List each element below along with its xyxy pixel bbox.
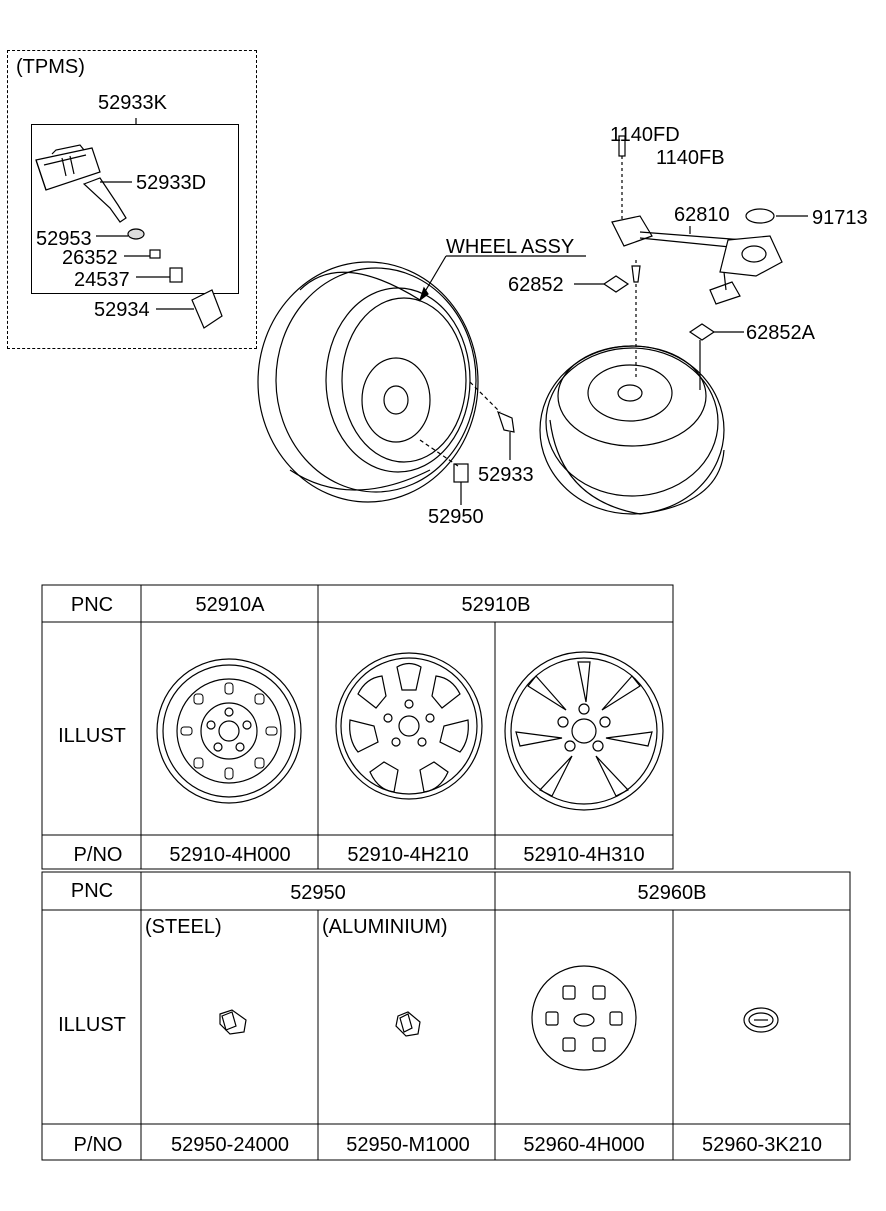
callout-24537: 24537 — [74, 269, 130, 291]
callout-62810: 62810 — [674, 204, 730, 226]
center-cap-logo-icon — [743, 1007, 779, 1033]
callout-52950: 52950 — [428, 506, 484, 528]
tpms-group-box — [7, 50, 257, 349]
part-number-52910-4H000: 52910-4H000 — [169, 844, 291, 866]
tpms-sensor-icon — [35, 144, 101, 191]
wheel-valve-icon — [497, 410, 515, 433]
callout-1140FD: 1140FD — [610, 124, 680, 146]
wheel-cap-icon — [531, 965, 637, 1071]
callout-wheel-assy: WHEEL ASSY — [446, 236, 575, 258]
main-wheel-icon — [257, 261, 479, 503]
callout-1140FB: 1140FB — [656, 147, 725, 169]
part-number-52910-4H310: 52910-4H310 — [523, 844, 645, 866]
part-number-52960-4H000: 52960-4H000 — [523, 1134, 645, 1156]
washer-91713-icon — [745, 208, 775, 224]
valve-stem-icon — [82, 177, 132, 223]
alloy-wheel-split-spoke-icon — [504, 651, 664, 811]
callout-52934: 52934 — [94, 299, 150, 321]
callout-52933: 52933 — [478, 464, 534, 486]
table-top-pno-label: P/NO — [73, 844, 123, 866]
table-top-pnc-52910A: 52910A — [195, 594, 265, 616]
valve-cap-icon — [169, 267, 183, 283]
part-number-52950-24000: 52950-24000 — [171, 1134, 289, 1156]
callout-62852: 62852 — [508, 274, 564, 296]
washer-icon — [127, 228, 145, 240]
callout-91713: 91713 — [812, 207, 868, 229]
material-steel-label: (STEEL) — [145, 916, 222, 938]
tpms-kit-box — [31, 124, 239, 294]
bolt-icon — [618, 135, 626, 157]
part-number-52910-4H210: 52910-4H210 — [347, 844, 469, 866]
callout-26352: 26352 — [62, 247, 118, 269]
valve-core-icon — [149, 249, 161, 259]
part-number-52960-3K210: 52960-3K210 — [701, 1134, 823, 1156]
part-number-52950-M1000: 52950-M1000 — [346, 1134, 470, 1156]
tag-icon — [602, 275, 630, 293]
callout-62852A: 62852A — [746, 322, 815, 344]
lug-nut-icon — [219, 1009, 247, 1035]
table-top-pnc-label: PNC — [70, 594, 114, 616]
table-top-illust-label: ILLUST — [58, 725, 126, 747]
table-bottom-illust-label: ILLUST — [58, 1014, 126, 1036]
table-bottom-pnc-52960B: 52960B — [637, 882, 707, 904]
material-aluminium-label: (ALUMINIUM) — [322, 916, 448, 938]
callout-52933K: 52933K — [98, 92, 167, 114]
alloy-wheel-7-spoke-icon — [335, 652, 483, 800]
spare-wheel-icon — [539, 345, 725, 515]
spare-tire-carrier-icon — [719, 235, 783, 277]
lug-nut-icon — [395, 1011, 421, 1037]
table-top-pnc-52910B: 52910B — [461, 594, 531, 616]
table-bottom-pno-label: P/NO — [73, 1134, 123, 1156]
callout-52953: 52953 — [36, 228, 92, 250]
wheel-exploded-diagram — [35, 118, 808, 515]
valve-nut-icon — [191, 289, 223, 329]
callout-52933D: 52933D — [136, 172, 207, 194]
steel-wheel-icon — [156, 658, 302, 804]
table-bottom-pnc-52950: 52950 — [290, 882, 346, 904]
tpms-group-label: (TPMS) — [16, 56, 85, 78]
table-bottom-pnc-label: PNC — [70, 880, 114, 902]
